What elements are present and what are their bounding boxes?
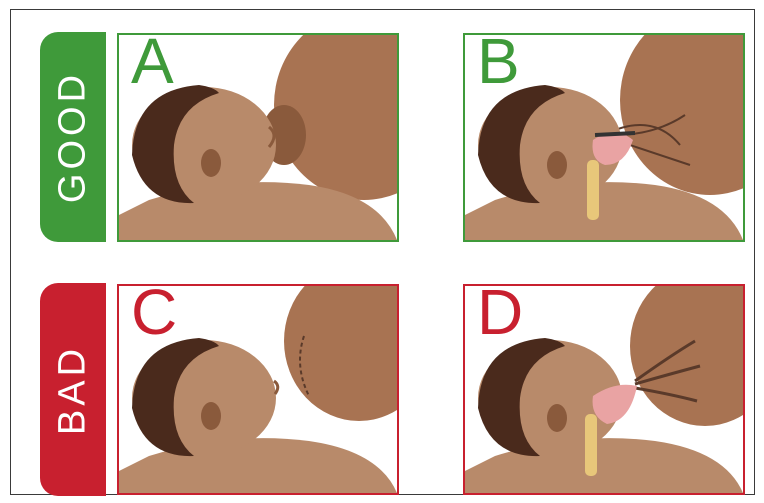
panel-b: B bbox=[463, 33, 745, 242]
bad-category-tab: BAD bbox=[40, 283, 106, 496]
panel-letter: D bbox=[477, 284, 523, 344]
panel-d: D bbox=[463, 284, 745, 495]
panel-letter: A bbox=[131, 33, 174, 93]
good-label: GOOD bbox=[52, 71, 95, 203]
bad-label: BAD bbox=[52, 344, 95, 434]
good-category-tab: GOOD bbox=[40, 32, 106, 242]
panel-letter: C bbox=[131, 284, 177, 344]
panel-c: C bbox=[117, 284, 399, 495]
panel-a: A bbox=[117, 33, 399, 242]
panel-letter: B bbox=[477, 33, 520, 93]
